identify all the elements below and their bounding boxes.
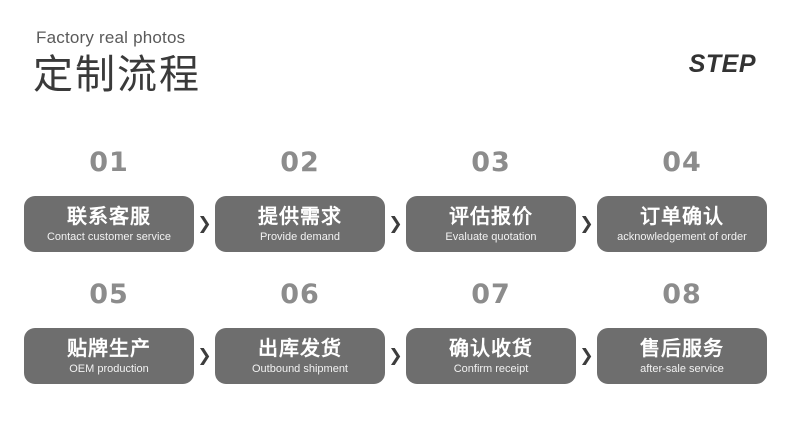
step-title-en: Evaluate quotation [445,230,537,243]
step-number: 06 [280,279,320,310]
page-title: 定制流程 [33,53,201,97]
step-title-cn: 提供需求 [258,205,342,228]
step-box[interactable]: 订单确认 acknowledgement of order [597,196,767,252]
step-number: 08 [662,279,702,310]
step-title-en: Provide demand [259,230,341,243]
chevron-right-icon: ❯ [388,214,403,234]
step-title-cn: 订单确认 [640,205,724,228]
header-eyebrow: Factory real photos [36,28,186,47]
chevron-right-icon: ❯ [579,346,594,366]
step-title-en: after-sale service [640,362,724,375]
step-title-en: Confirm receipt [453,362,529,375]
flow-step-06[interactable]: 06 出库发货 Outbound shipment [215,278,385,388]
step-title-cn: 出库发货 [258,337,342,360]
flow-step-07[interactable]: 07 确认收货 Confirm receipt [406,278,576,388]
flow-step-05[interactable]: 05 贴牌生产 OEM production [24,278,194,388]
step-number: 04 [662,147,702,178]
step-title-cn: 评估报价 [449,205,533,228]
chevron-right-icon: ❯ [197,214,212,234]
step-box[interactable]: 确认收货 Confirm receipt [406,328,576,384]
step-number: 07 [471,279,511,310]
flow-step-08[interactable]: 08 售后服务 after-sale service [597,278,767,388]
step-box[interactable]: 联系客服 Contact customer service [24,196,194,252]
flow-step-03[interactable]: 03 评估报价 Evaluate quotation [406,146,576,256]
step-title-en: Outbound shipment [251,362,348,375]
step-title-cn: 售后服务 [640,337,724,360]
step-number: 02 [280,147,320,178]
step-box[interactable]: 售后服务 after-sale service [597,328,767,384]
page-header: Factory real photos 定制流程 STEP [0,0,790,140]
step-title-en: OEM production [69,362,149,375]
flow-row-2: 05 贴牌生产 OEM production ❯ 06 出库发货 Outboun… [0,278,790,388]
step-box[interactable]: 贴牌生产 OEM production [24,328,194,384]
step-title-en: Contact customer service [46,230,172,243]
step-box[interactable]: 提供需求 Provide demand [215,196,385,252]
step-box[interactable]: 评估报价 Evaluate quotation [406,196,576,252]
step-number: 01 [89,147,129,178]
chevron-right-icon: ❯ [197,346,212,366]
chevron-right-icon: ❯ [388,346,403,366]
flow-step-02[interactable]: 02 提供需求 Provide demand [215,146,385,256]
step-title-cn: 确认收货 [449,337,533,360]
step-number: 03 [471,147,511,178]
chevron-right-icon: ❯ [579,214,594,234]
flow-step-04[interactable]: 04 订单确认 acknowledgement of order [597,146,767,256]
step-number: 05 [89,279,129,310]
step-title-cn: 贴牌生产 [67,337,151,360]
flow-step-01[interactable]: 01 联系客服 Contact customer service [24,146,194,256]
step-label: STEP [688,50,756,78]
flow-row-1: 01 联系客服 Contact customer service ❯ 02 提供… [0,146,790,256]
step-box[interactable]: 出库发货 Outbound shipment [215,328,385,384]
step-title-cn: 联系客服 [67,205,151,228]
step-title-en: acknowledgement of order [617,230,747,243]
